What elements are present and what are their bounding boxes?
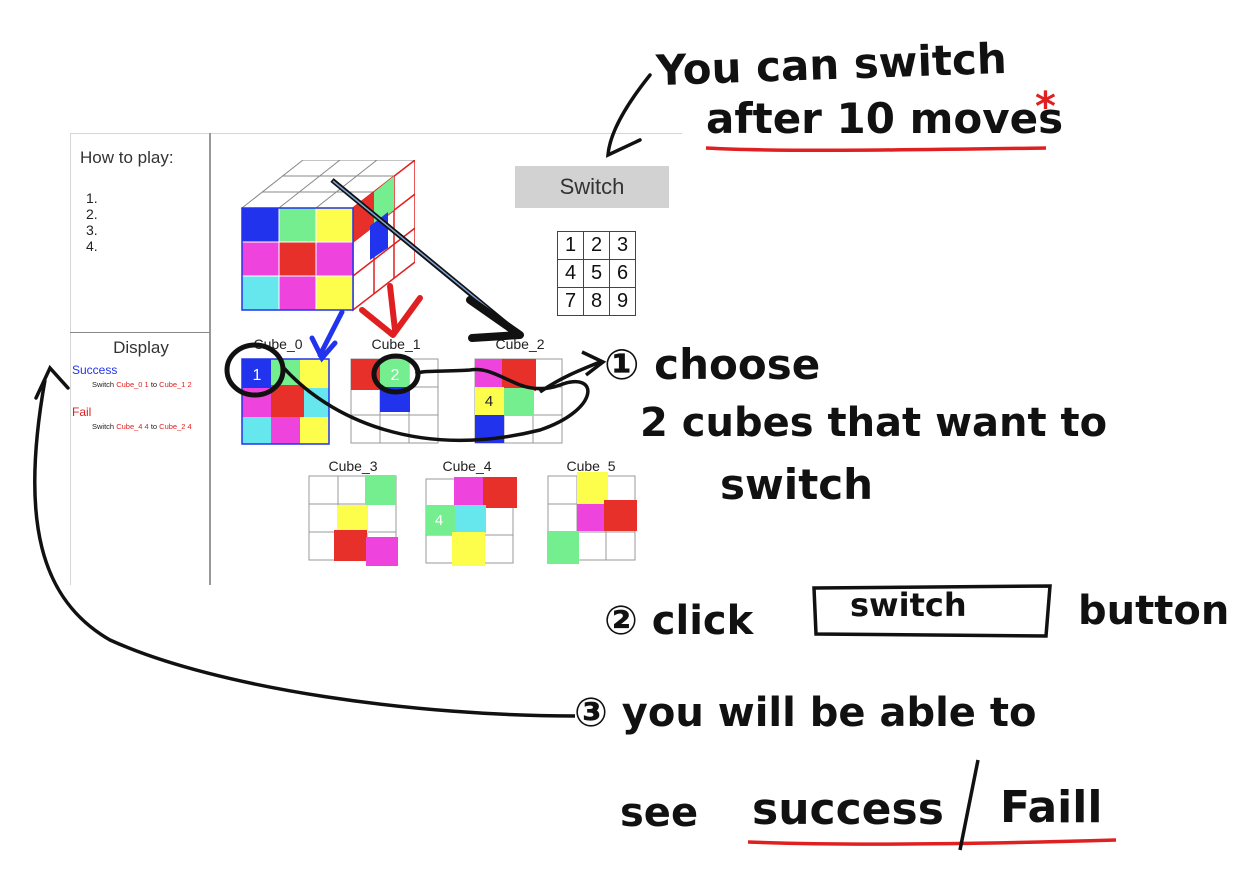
- how-to-play-step: 1.: [86, 190, 98, 206]
- circle-cube-1: [371, 353, 421, 395]
- step3-see: see: [620, 790, 699, 836]
- slash-mark: [958, 759, 980, 851]
- log-detail-prefix: Switch: [92, 380, 115, 389]
- step1-choose: ① choose: [604, 340, 821, 389]
- how-to-play-step: 2.: [86, 206, 98, 222]
- step1-cubes-want: 2 cubes that want to: [640, 400, 1108, 446]
- panel-left-border: [70, 133, 71, 585]
- step2-click: ② click: [604, 598, 754, 644]
- game-app-panel: [70, 133, 682, 585]
- panel-top-border: [70, 133, 682, 134]
- underline-after-10-moves: [705, 146, 1047, 153]
- how-to-play-title: How to play:: [80, 148, 174, 167]
- position-keypad: 1 2 3 4 5 6 7 8 9: [557, 231, 636, 316]
- cube-4-badge: 4: [435, 512, 443, 529]
- cube-2-badge: 4: [485, 393, 493, 410]
- keypad-cell: 6: [609, 259, 636, 288]
- cube-3-label: Cube_3: [328, 458, 378, 474]
- how-to-play-step: 4.: [86, 238, 98, 254]
- log-detail-to: Cube_1 2: [159, 380, 192, 389]
- log-detail-from: Cube_4 4: [116, 422, 149, 431]
- cube-2-label: Cube_2: [495, 336, 545, 352]
- rubiks-cube-3d-view: [240, 160, 415, 312]
- cube-4-label: Cube_4: [442, 458, 492, 474]
- sidebar-divider: [209, 133, 211, 585]
- circle-cube-0: [224, 342, 286, 398]
- switch-button[interactable]: Switch: [515, 166, 669, 208]
- keypad-cell: 9: [609, 287, 636, 316]
- red-arrow: [387, 283, 398, 333]
- switch-button-sketch: [812, 584, 1052, 638]
- log-detail-from: Cube_0 1: [116, 380, 149, 389]
- underline-success-fail: [747, 838, 1117, 846]
- cube-1-label: Cube_1: [371, 336, 421, 352]
- cube-5-label: Cube_5: [566, 458, 616, 474]
- log-detail-prefix: Switch: [92, 422, 115, 431]
- check-arrow: [606, 73, 652, 158]
- keypad-cell: 3: [609, 231, 636, 260]
- log-success-detail: Switch Cube_0 1 to Cube_1 2: [92, 380, 192, 389]
- long-arrow-to-display: [32, 379, 576, 718]
- cube-1-badge: 2: [391, 367, 400, 384]
- note-asterisk: *: [1035, 84, 1056, 130]
- how-to-play-steps: 1. 2. 3. 4.: [86, 190, 98, 254]
- black-arrow-head: [466, 296, 524, 342]
- cube-5-face[interactable]: [545, 472, 640, 567]
- keypad-cell: 1: [557, 231, 584, 260]
- step3-success: success: [752, 784, 944, 835]
- step3-faill: Faill: [1000, 782, 1103, 833]
- cube-side-green: [374, 176, 394, 226]
- log-detail-to-word: to: [150, 380, 158, 389]
- cube-4-face[interactable]: 4: [425, 475, 520, 567]
- note-after-10-moves: after 10 moves: [706, 94, 1064, 143]
- cube-3-face[interactable]: [308, 475, 400, 567]
- cube-2-face[interactable]: 4: [474, 358, 566, 446]
- step1-switch: switch: [720, 460, 874, 509]
- step2-switch-box-text: switch: [850, 586, 967, 624]
- keypad-cell: 8: [583, 287, 610, 316]
- log-fail-detail: Switch Cube_4 4 to Cube_2 4: [92, 422, 192, 431]
- step3-able-to: ③ you will be able to: [574, 690, 1037, 736]
- log-detail-to-word: to: [150, 422, 158, 431]
- log-fail-status: Fail: [72, 405, 92, 419]
- keypad-cell: 5: [583, 259, 610, 288]
- display-title: Display: [113, 338, 169, 357]
- how-to-play-step: 3.: [86, 222, 98, 238]
- log-success-status: Success: [72, 363, 118, 377]
- step2-button: button: [1078, 588, 1230, 634]
- connection-curve: [280, 364, 590, 442]
- cube-0-badge: 1: [253, 367, 262, 384]
- display-divider: [70, 332, 210, 333]
- log-detail-to: Cube_2 4: [159, 422, 192, 431]
- blue-arrow: [317, 309, 345, 358]
